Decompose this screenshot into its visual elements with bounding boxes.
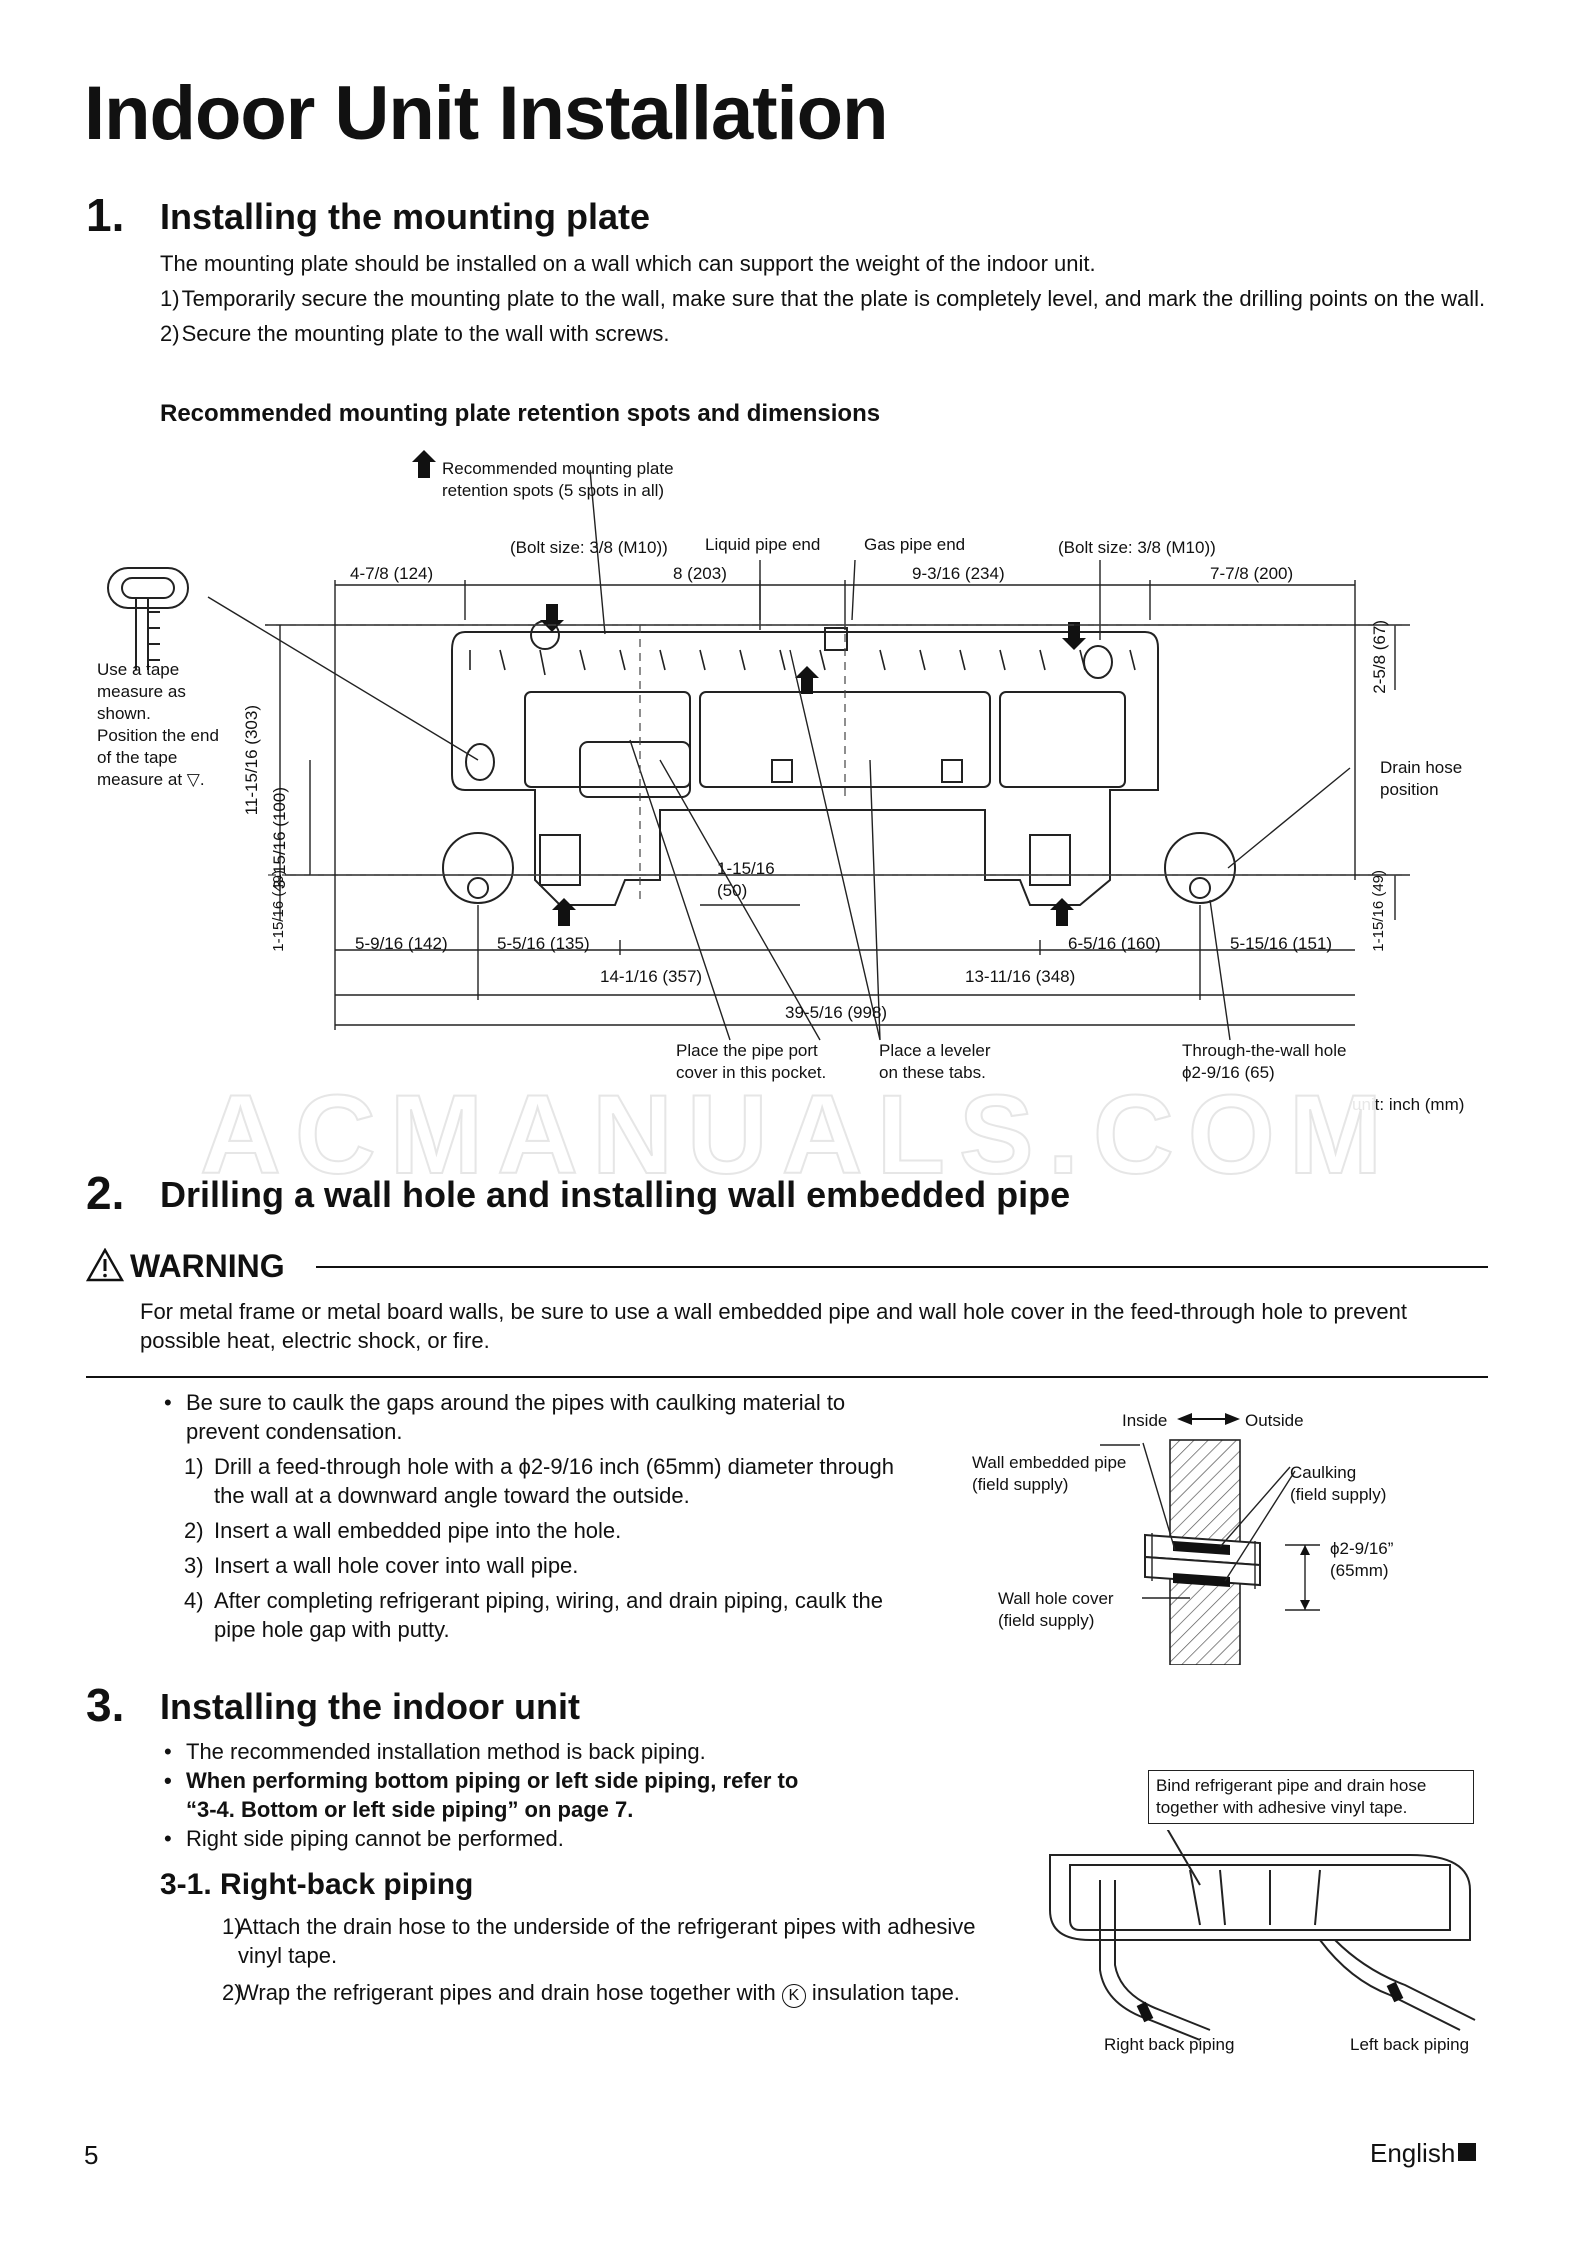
right-side-bullet: Right side piping cannot be performed. [160, 1824, 1020, 1853]
dim-bottom-160: 6-5/16 (160) [1068, 934, 1161, 953]
right-back-piping-label: Right back piping [1104, 2035, 1235, 2054]
dim-mid-50: 1-15/16 (50) [717, 859, 775, 900]
wall-embedded-pipe-label: Wall embedded pipe (field supply) [972, 1453, 1127, 1494]
dim-top-200: 7-7/8 (200) [1210, 564, 1294, 583]
dim-top-234: 9-3/16 (234) [912, 564, 1005, 583]
section-1-step-2: 2) Secure the mounting plate to the wall… [160, 321, 670, 346]
wall-pipe-diagram [1100, 1413, 1320, 1665]
tape-measure-note: Use a tape measure as shown. Position th… [97, 660, 219, 789]
warning-header: WARNING [86, 1246, 1488, 1286]
mounting-plate-diagram [107, 450, 1410, 1041]
black-square-icon [1458, 2143, 1477, 2161]
warning-bottom-rule [86, 1376, 1488, 1378]
subsection-3-1-title: 3-1. Right-back piping [160, 1868, 474, 1901]
left-back-piping-label: Left back piping [1350, 2035, 1470, 2054]
section-3-step-2: 2)Wrap the refrigerant pipes and drain h… [198, 1978, 988, 2008]
dim-v-67: 2-5/8 (67) [1370, 620, 1389, 694]
section-2-step-4: 4)After completing refrigerant piping, w… [184, 1588, 883, 1642]
unit-note: unit: inch (mm) [1352, 1095, 1465, 1114]
piping-diagram [1049, 1830, 1476, 2041]
section-2-instructions: Be sure to caulk the gaps around the pip… [160, 1388, 920, 1644]
section-2-number: 2. [86, 1167, 125, 1219]
caulk-bullet: Be sure to caulk the gaps around the pip… [160, 1388, 920, 1446]
section-3-title: Installing the indoor unit [160, 1686, 580, 1727]
dim-v-49-left: 1-15/16 (49) [270, 870, 287, 952]
section-2-step-2: 2)Insert a wall embedded pipe into the h… [184, 1518, 622, 1543]
section-1-intro: The mounting plate should be installed o… [160, 251, 1096, 276]
gas-pipe-label: Gas pipe end [864, 535, 966, 554]
page-title: Indoor Unit Installation [84, 71, 889, 156]
inside-label: Inside [1122, 1411, 1168, 1430]
dim-top-124: 4-7/8 (124) [350, 564, 434, 583]
section-1-text: The mounting plate should be installed o… [160, 249, 1490, 348]
section-3-number: 3. [86, 1679, 125, 1731]
language-label: English [1370, 2138, 1477, 2169]
section-1-number: 1. [86, 189, 125, 241]
pipe-diameter-label: ϕ2-9/16” (65mm) [1330, 1539, 1394, 1580]
bind-pipe-callout: Bind refrigerant pipe and drain hose tog… [1148, 1770, 1474, 1824]
section-1-step-1: 1) Temporarily secure the mounting plate… [160, 286, 1486, 311]
section-1-title: Installing the mounting plate [160, 196, 650, 237]
warning-rule [316, 1266, 1488, 1268]
section-3-bullets: The recommended installation method is b… [160, 1737, 1020, 1853]
dim-bottom-142: 5-9/16 (142) [355, 934, 448, 953]
watermark: ACMANUALS.COM [199, 1071, 1397, 1198]
section-2-title: Drilling a wall hole and installing wall… [160, 1174, 1071, 1215]
k-symbol-icon: K [781, 1984, 806, 2008]
caulking-label: Caulking (field supply) [1290, 1463, 1387, 1504]
section-3-step-1: 1)Attach the drain hose to the underside… [222, 1914, 976, 1968]
dim-bottom-151: 5-15/16 (151) [1230, 934, 1333, 953]
dim-bottom-357: 14-1/16 (357) [600, 967, 703, 986]
bottom-piping-bullet: When performing bottom piping or left si… [160, 1766, 1020, 1824]
liquid-pipe-label: Liquid pipe end [705, 535, 821, 554]
dim-bottom-998: 39-5/16 (998) [785, 1003, 888, 1022]
bolt-size-right: (Bolt size: 3/8 (M10)) [1058, 538, 1216, 557]
warning-icon [86, 1248, 124, 1282]
section-2-step-1: 1)Drill a feed-through hole with a ϕ2-9/… [184, 1454, 894, 1508]
drain-hose-position: Drain hose position [1380, 758, 1463, 799]
wall-hole-cover-label: Wall hole cover (field supply) [998, 1589, 1114, 1630]
section-2-step-3: 3)Insert a wall hole cover into wall pip… [184, 1553, 579, 1578]
bolt-size-left: (Bolt size: 3/8 (M10)) [510, 538, 668, 557]
dim-v-49-right: 1-15/16 (49) [1370, 870, 1387, 952]
dim-bottom-135: 5-5/16 (135) [497, 934, 590, 953]
dim-bottom-348: 13-11/16 (348) [965, 967, 1076, 986]
pipe-port-pocket-note: Place the pipe port cover in this pocket… [676, 1041, 827, 1082]
retention-note: Recommended mounting plate retention spo… [442, 459, 674, 500]
leveler-note: Place a leveler on these tabs. [879, 1041, 991, 1082]
dim-top-203: 8 (203) [673, 564, 727, 583]
page-number: 5 [84, 2140, 99, 2170]
warning-label: WARNING [130, 1248, 285, 1284]
back-piping-bullet: The recommended installation method is b… [160, 1737, 1020, 1766]
subsection-3-1-steps: 1)Attach the drain hose to the underside… [198, 1912, 988, 2008]
diagram-1-heading: Recommended mounting plate retention spo… [160, 400, 881, 427]
dim-v-303: 11-15/16 (303) [242, 705, 261, 816]
warning-text: For metal frame or metal board walls, be… [140, 1299, 1407, 1353]
outside-label: Outside [1245, 1411, 1304, 1430]
wall-hole-note: Through-the-wall hole ϕ2-9/16 (65) [1182, 1041, 1347, 1082]
